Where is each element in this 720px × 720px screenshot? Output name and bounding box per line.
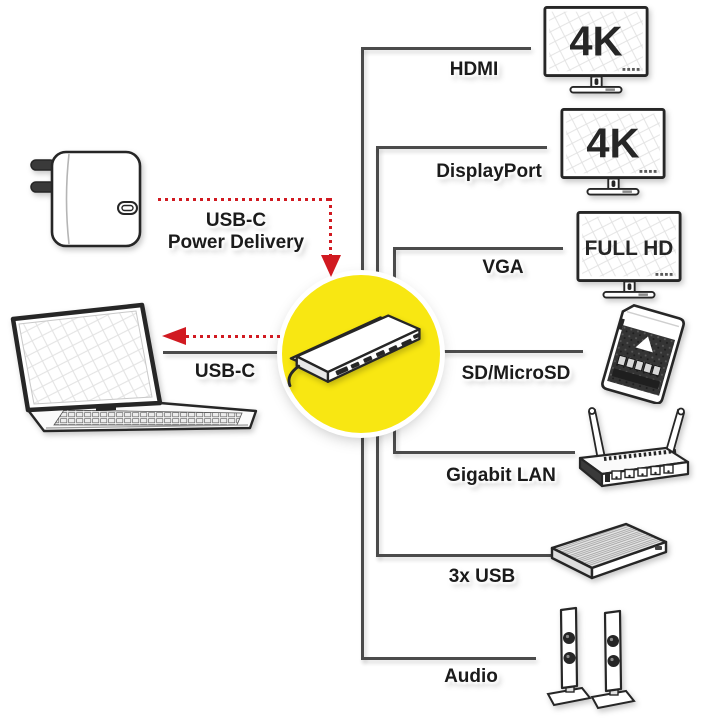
power-label-line2: Power Delivery — [167, 232, 305, 253]
connector-line-usb-v — [376, 360, 379, 557]
usbc-dotted-line — [186, 335, 284, 338]
power-delivery-arrow-icon — [321, 255, 341, 277]
connector-line-sd-h — [361, 350, 583, 353]
screen-badge-full-hd: FULL HD — [585, 237, 674, 260]
gigabit-lan-label: Gigabit LAN — [446, 465, 556, 486]
connector-line-hdmi-v — [361, 47, 364, 360]
connector-line-displayport-v — [376, 146, 379, 360]
connector-line-usbc-laptop — [163, 351, 363, 354]
audio-label: Audio — [444, 666, 498, 687]
power-adapter-icon — [28, 148, 156, 256]
connector-line-lan-h — [393, 451, 575, 454]
connector-line-usb-h — [376, 554, 552, 557]
sd-microsd-label: SD/MicroSD — [461, 363, 571, 384]
vga-label: VGA — [482, 257, 524, 278]
hard-drive-icon — [546, 518, 672, 594]
connector-line-vga-h — [393, 247, 563, 250]
displayport-monitor-icon: 4K — [560, 107, 666, 197]
usbc-dock-icon — [283, 298, 439, 410]
connector-line-displayport-h — [376, 146, 547, 149]
laptop-icon — [4, 298, 266, 440]
vga-monitor-icon: FULL HD — [576, 210, 682, 300]
sd-card-icon — [588, 304, 700, 404]
screen-badge-4k: 4K — [569, 18, 622, 65]
hdmi-monitor-icon: 4K — [543, 5, 649, 95]
speakers-icon — [546, 600, 646, 710]
connector-line-hdmi-h — [361, 47, 531, 50]
power-delivery-dotted-line-v — [329, 198, 332, 255]
router-icon — [572, 402, 697, 497]
hdmi-label: HDMI — [449, 59, 499, 80]
displayport-label: DisplayPort — [436, 161, 542, 182]
connector-line-audio-h — [361, 657, 536, 660]
power-delivery-label: USB-C Power Delivery — [168, 210, 304, 254]
usb-3x-label: 3x USB — [448, 566, 516, 587]
power-label-line1: USB-C — [205, 210, 267, 231]
power-delivery-dotted-line-h — [158, 198, 332, 201]
connector-line-audio-v — [361, 360, 364, 660]
usbc-laptop-label: USB-C — [194, 361, 256, 382]
usbc-arrow-icon — [162, 327, 186, 345]
screen-badge-4k: 4K — [586, 120, 639, 167]
